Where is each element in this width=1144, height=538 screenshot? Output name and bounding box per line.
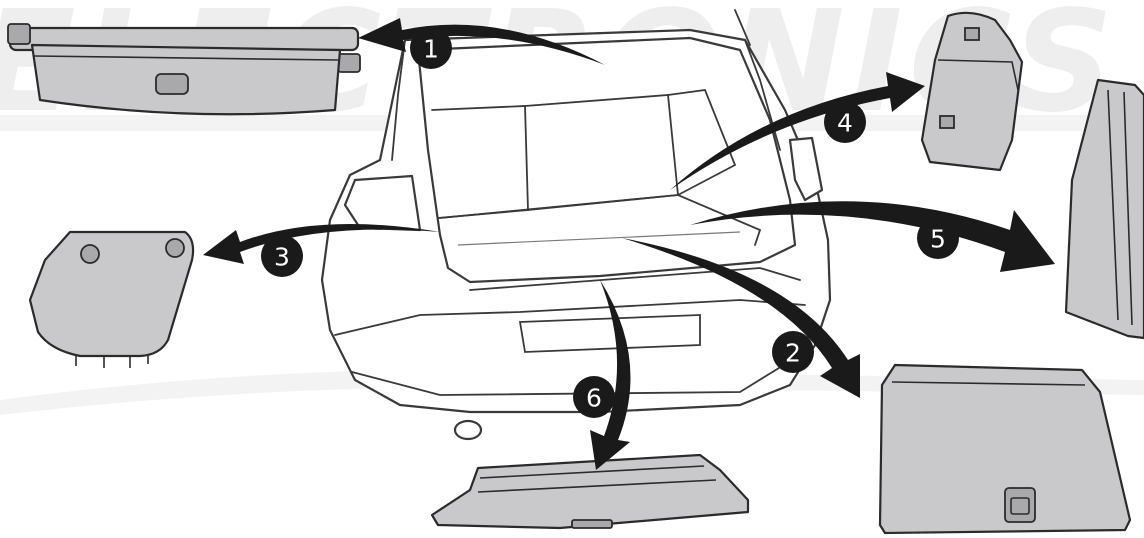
luggage-cover-end-right [337,53,361,73]
callout-4: 4 [824,101,866,143]
callout-6: 6 [573,376,615,418]
boot-floor-edge [439,194,762,246]
callout-badge [410,27,452,69]
side-trim-fastener-icon-left [80,244,100,264]
boot-opening [416,36,797,284]
part-boot-floor-mat [878,363,1132,535]
storage-compartment-clip-bottom [939,115,955,129]
loading-sill-trim-body [430,453,750,530]
c-pillar-left [391,39,406,161]
rear-bumper-top [469,267,801,291]
side-trim-clips [75,354,149,368]
callout-number: 5 [930,225,946,254]
tail-light-left [343,174,422,232]
luggage-cover-seam [33,55,339,61]
callout-badge [917,217,959,259]
storage-compartment-clip-top [964,27,980,41]
arrow-1 [358,18,605,65]
side-trim-long-groove-2 [1123,91,1133,326]
callout-badge [573,376,615,418]
callout-3: 3 [261,235,303,277]
exhaust-pipe [453,419,483,441]
callout-1: 1 [410,27,452,69]
callout-5: 5 [917,217,959,259]
callout-badge [261,235,303,277]
number-plate-recess [518,314,701,353]
side-trim-long-groove-1 [1107,89,1119,321]
callout-number: 6 [586,384,602,413]
boot-floor-mat-handle-icon [1004,487,1036,523]
arrow-3 [203,224,440,264]
arrow-6 [590,280,631,470]
part-side-trim-long [1064,78,1144,340]
loading-sill-trim-ridge-1 [479,465,705,479]
boot-floor-mat-edge [891,381,1086,386]
part-luggage-cover [7,23,361,116]
callout-badge [824,101,866,143]
callout-number: 3 [274,243,290,272]
part-storage-compartment [920,11,1024,172]
storage-compartment-body [920,11,1024,172]
luggage-cover-handle-icon [155,73,189,95]
side-trim-panel-body [28,230,195,358]
tailgate-strut [734,9,751,46]
callout-number: 4 [837,109,853,138]
loading-sill-trim-tab [571,519,613,529]
arrow-5 [690,201,1055,272]
callout-number: 1 [423,35,439,64]
part-loading-sill-trim [430,453,750,530]
boot-floor-mat-body [878,363,1132,535]
luggage-cover-end-left [7,23,31,45]
loading-sill-trim-ridge-2 [477,479,717,493]
arrow-2 [622,238,860,398]
callout-number: 2 [785,339,801,368]
arrow-4 [670,72,925,190]
rear-bumper-panel [334,299,806,336]
arrows [203,18,1055,470]
boot-floor-inner [457,231,741,246]
side-trim-fastener-icon-right [165,238,185,258]
part-side-trim-panel [28,230,195,368]
side-trim-long-body [1064,78,1144,340]
storage-compartment-lid-edge [937,59,1019,91]
seat-side-bolster [667,89,737,196]
boot-floor-mat-handle-grip [1010,497,1030,515]
callout-badge [772,331,814,373]
tail-light-right [788,136,824,202]
car-rear-view [320,9,832,441]
callout-2: 2 [772,331,814,373]
